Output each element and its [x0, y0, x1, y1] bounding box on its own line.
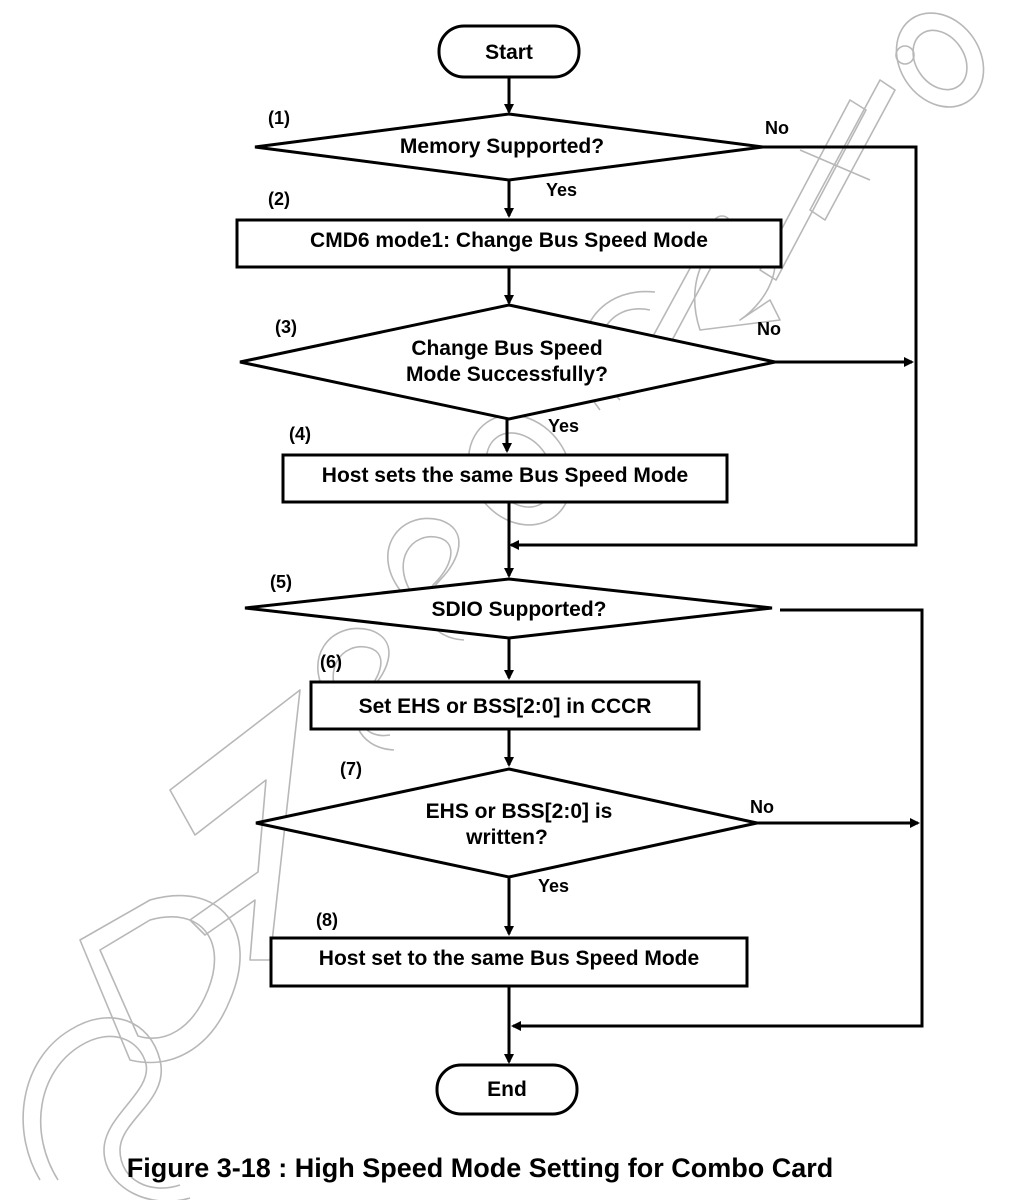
decision-memory-supported-label: Memory Supported? [400, 135, 604, 158]
edge-label-no-7: No [750, 797, 774, 817]
process-set-ehs-bss-label: Set EHS or BSS[2:0] in CCCR [359, 695, 652, 718]
process-set-ehs-bss: Set EHS or BSS[2:0] in CCCR [309, 680, 701, 731]
step-label-6: (6) [320, 652, 342, 672]
process-host-sets-same: Host sets the same Bus Speed Mode [281, 453, 729, 504]
process-host-sets-same-label: Host sets the same Bus Speed Mode [322, 464, 688, 487]
edge-no-bus-1 [509, 145, 918, 550]
end-label: End [487, 1078, 527, 1101]
decision-sdio-supported: SDIO Supported? [244, 577, 773, 640]
step-label-8: (8) [316, 910, 338, 930]
process-cmd6-mode1-label: CMD6 mode1: Change Bus Speed Mode [310, 229, 708, 252]
decision-sdio-supported-label: SDIO Supported? [432, 598, 607, 621]
step-label-3: (3) [275, 317, 297, 337]
step-label-4: (4) [289, 424, 311, 444]
edge-label-yes-3: Yes [548, 416, 579, 436]
process-host-set-same-label: Host set to the same Bus Speed Mode [319, 947, 699, 970]
decision-ehs-written: EHS or BSS[2:0] is written? [255, 767, 758, 879]
process-host-set-same: Host set to the same Bus Speed Mode [269, 936, 749, 988]
edge-label-yes-7: Yes [538, 876, 569, 896]
edge-label-no-1: No [765, 118, 789, 138]
watermark [22, 12, 985, 1200]
start-label: Start [485, 41, 533, 64]
decision-change-success: Change Bus Speed Mode Successfully? [239, 303, 776, 421]
start-terminal: Start [437, 24, 581, 79]
edge-label-no-3: No [757, 319, 781, 339]
decision-ehs-written-label-1: EHS or BSS[2:0] is [426, 800, 613, 823]
end-terminal: End [435, 1063, 579, 1116]
step-label-5: (5) [270, 572, 292, 592]
edge-label-yes-1: Yes [546, 180, 577, 200]
decision-change-success-label-1: Change Bus Speed [411, 337, 602, 360]
figure-caption: Figure 3-18 : High Speed Mode Setting fo… [127, 1153, 834, 1183]
step-label-7: (7) [340, 759, 362, 779]
process-cmd6-mode1: CMD6 mode1: Change Bus Speed Mode [235, 218, 783, 269]
edge-no-bus-5 [511, 608, 924, 1031]
decision-ehs-written-label-2: written? [465, 826, 548, 849]
decision-memory-supported: Memory Supported? [254, 112, 764, 182]
step-label-1: (1) [268, 108, 290, 128]
decision-change-success-label-2: Mode Successfully? [406, 363, 608, 386]
step-label-2: (2) [268, 189, 290, 209]
